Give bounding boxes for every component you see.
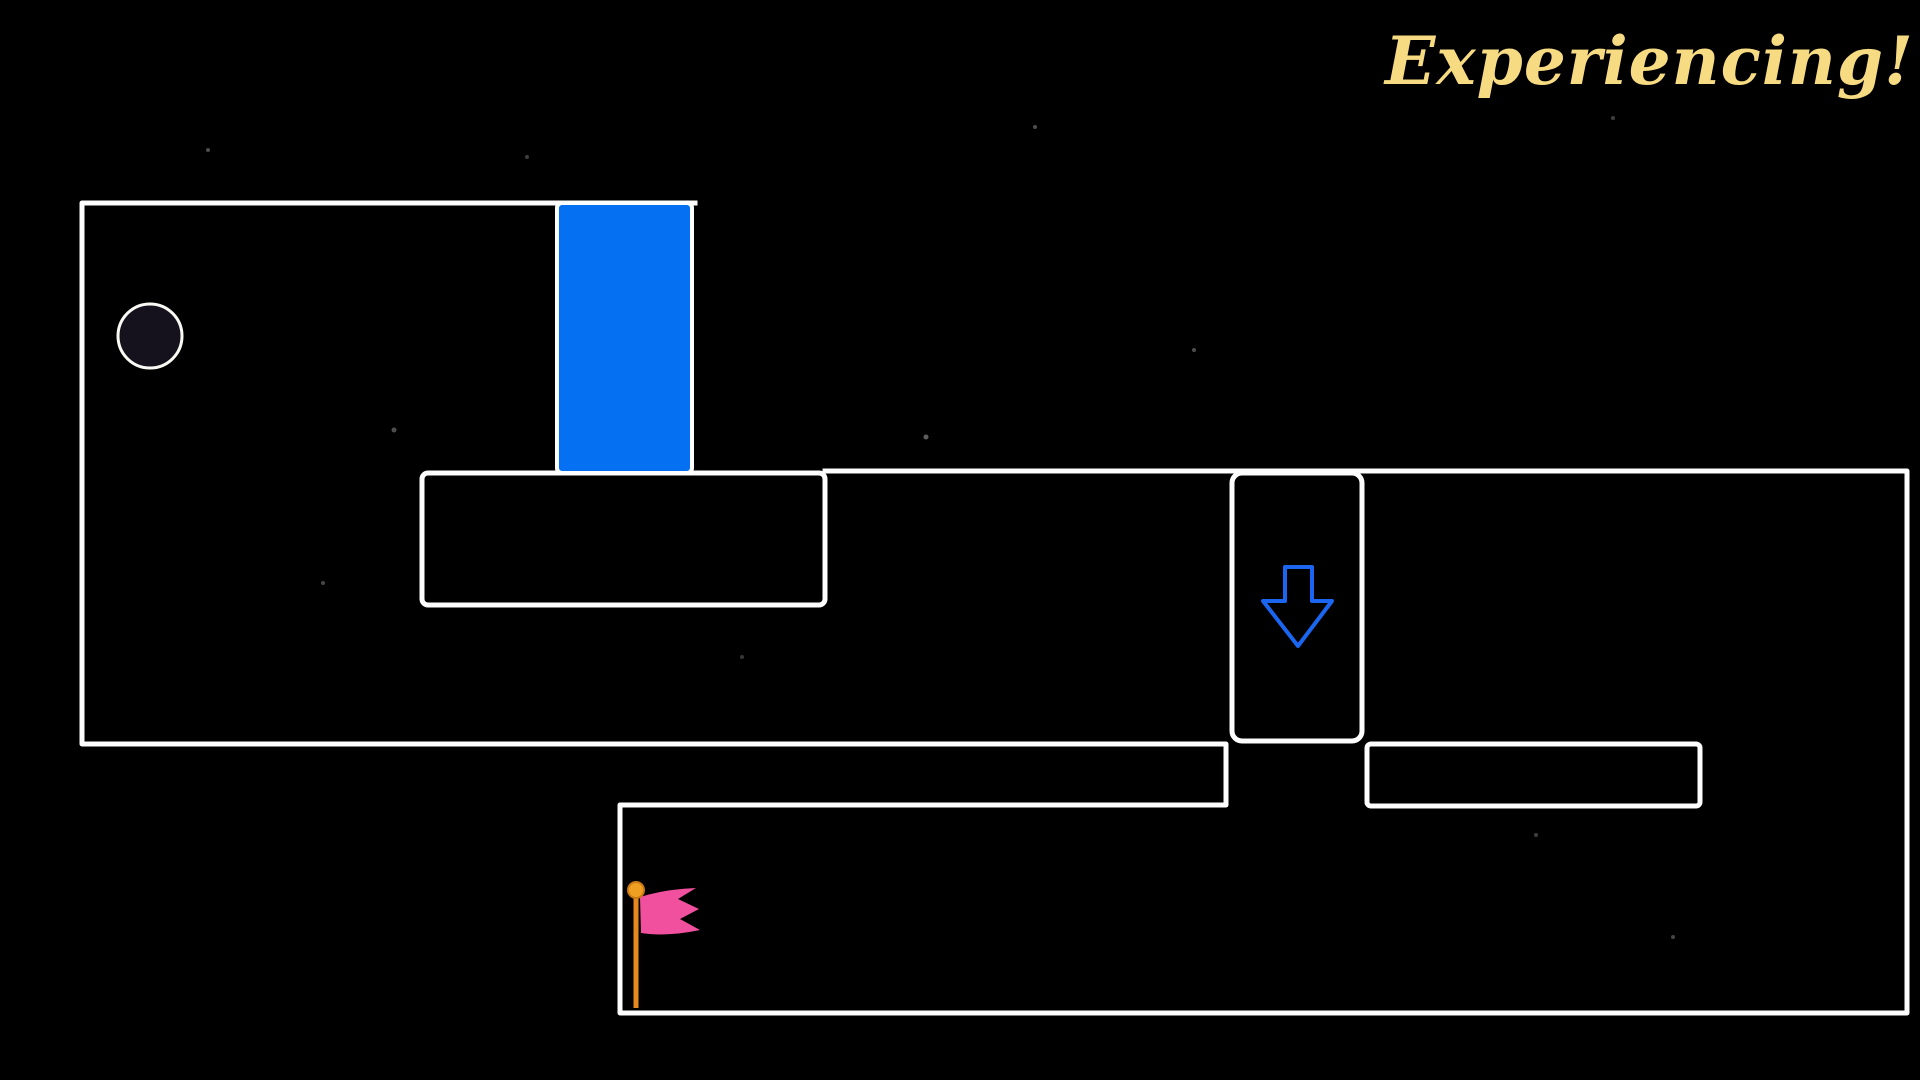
star-speck [1534,833,1538,837]
star-speck [1671,935,1675,939]
star-speck [1611,116,1615,120]
player-ball[interactable] [116,302,184,370]
down-arrow-icon [1261,565,1334,648]
star-speck [1033,125,1037,129]
star-speck [923,434,929,440]
ledge-box [1364,741,1703,809]
star-speck [391,427,397,433]
corridor-box [1229,470,1365,744]
star-speck [740,655,744,659]
star-speck [525,155,529,159]
flag-cloth-icon [640,888,700,935]
star-speck [1192,348,1196,352]
maze-walls [79,200,1910,1016]
flag-knob [627,881,645,899]
game-title: Experiencing! [1385,22,1914,100]
blue-block[interactable] [555,201,694,475]
star-speck [321,581,325,585]
star-speck [206,148,210,152]
platform-box [419,470,828,608]
